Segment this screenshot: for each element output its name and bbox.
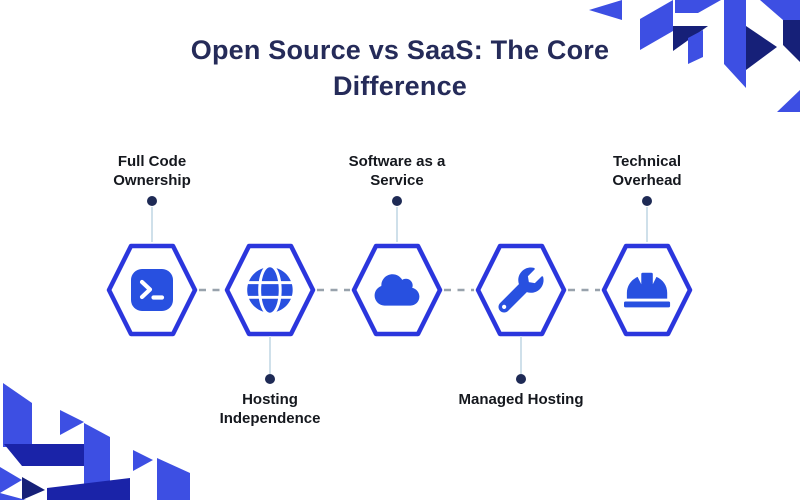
- connector-line: [150, 207, 154, 242]
- hexagon-node-wrench: [475, 243, 567, 337]
- hexagon-node-hard-hat: [601, 243, 693, 337]
- terminal-icon: [131, 269, 173, 311]
- cloud-icon: [374, 274, 420, 306]
- globe-icon: [247, 267, 293, 313]
- node-label: Software as a Service: [348, 153, 446, 189]
- connector-dot: [516, 374, 526, 384]
- connector-dot: [265, 374, 275, 384]
- connector-line: [395, 207, 399, 242]
- node-label: Managed Hosting: [458, 391, 584, 408]
- hard-hat-icon: [624, 272, 671, 308]
- connector-line: [519, 336, 523, 374]
- connector-dot: [392, 196, 402, 206]
- connector-line: [645, 207, 649, 242]
- node-label: Full Code Ownership: [113, 153, 191, 189]
- connector-dot: [147, 196, 157, 206]
- hexagon-node-cloud: [351, 243, 443, 337]
- page-title: Open Source vs SaaS: The Core Difference: [190, 35, 610, 101]
- hexagon-node-globe: [224, 243, 316, 337]
- node-label: Technical Overhead: [612, 153, 682, 189]
- connector-dot: [642, 196, 652, 206]
- hexagon-node-terminal: [106, 243, 198, 337]
- wrench-icon: [498, 267, 544, 313]
- connector-line: [268, 336, 272, 374]
- node-label: Hosting Independence: [219, 391, 321, 427]
